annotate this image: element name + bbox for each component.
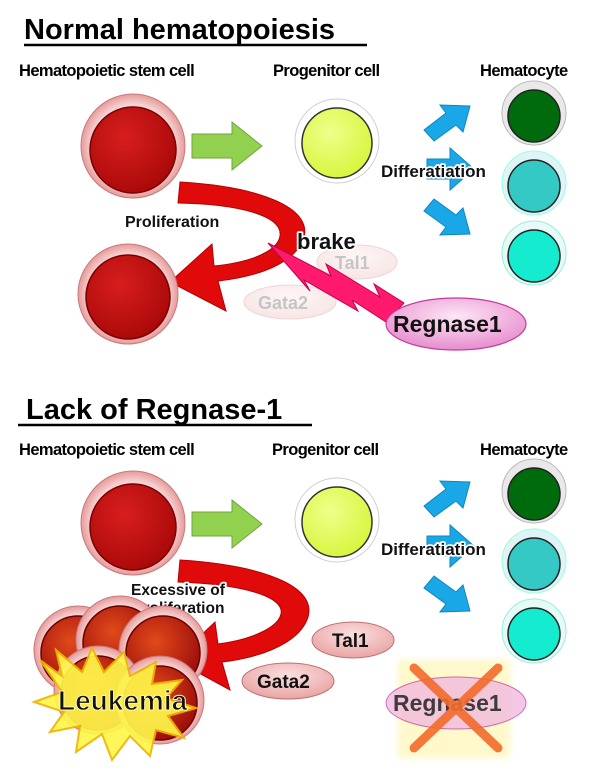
cross-icon [409,663,503,753]
progenitor-cell [294,477,380,563]
brake-label: brake [297,229,356,254]
leukemia-burst [30,645,200,763]
hematocyte-teal [501,150,567,216]
regnase1-deleted: Regnase1 [385,660,527,758]
hematocyte-teal [501,528,567,594]
hematocyte-aqua [501,598,567,664]
proliferation-label: Proliferation [125,214,219,231]
hematocyte-label: Hematocyte [480,441,568,459]
differentiation-label: Differatiation [381,540,486,559]
svg-text:Gata2: Gata2 [258,293,308,313]
progenitor-cell [294,98,380,184]
differentiation-arrows [423,480,475,613]
panel-title: Lack of Regnase-1 [26,394,282,426]
svg-text:Tal1: Tal1 [335,253,370,273]
gata2-badge-faded: Gata2 [243,284,337,320]
stem-cell [80,470,186,576]
proliferation-label-line1: Excessive of [131,582,226,599]
svg-text:Regnase1: Regnase1 [393,311,502,337]
stem-cell [80,93,186,199]
svg-text:Tal1: Tal1 [332,631,369,652]
hematocyte-green [501,458,567,524]
differentiation-arrow [191,498,263,550]
regnase1-badge: Regnase1 [385,297,527,351]
hematocyte-aqua [501,220,567,286]
differentiation-label: Differatiation [381,162,486,181]
stem-cell-label: Hematopoietic stem cell [19,441,194,459]
hematocyte-green [501,80,567,146]
progenitor-cell-label: Progenitor cell [273,62,380,80]
tal1-badge: Tal1 [311,621,395,659]
stem-cell-label: Hematopoietic stem cell [19,62,194,80]
gata2-badge: Gata2 [241,662,335,700]
progenitor-cell-label: Progenitor cell [272,441,379,459]
stem-cell-daughter [77,243,179,345]
proliferation-arrow [169,181,306,312]
leukemia-cluster: Leukemia [30,595,208,763]
panel-title: Normal hematopoiesis [24,14,335,46]
panel-normal: Normal hematopoiesis Hematopoietic stem … [19,14,569,351]
proliferation-arrow [174,559,310,692]
differentiation-arrow [191,120,263,172]
panel-lack: Lack of Regnase-1 Hematopoietic stem cel… [18,394,569,763]
hematocyte-label: Hematocyte [480,62,568,80]
leukemia-label: Leukemia [58,685,188,716]
differentiation-arrows [423,104,475,236]
svg-text:Gata2: Gata2 [257,672,310,693]
